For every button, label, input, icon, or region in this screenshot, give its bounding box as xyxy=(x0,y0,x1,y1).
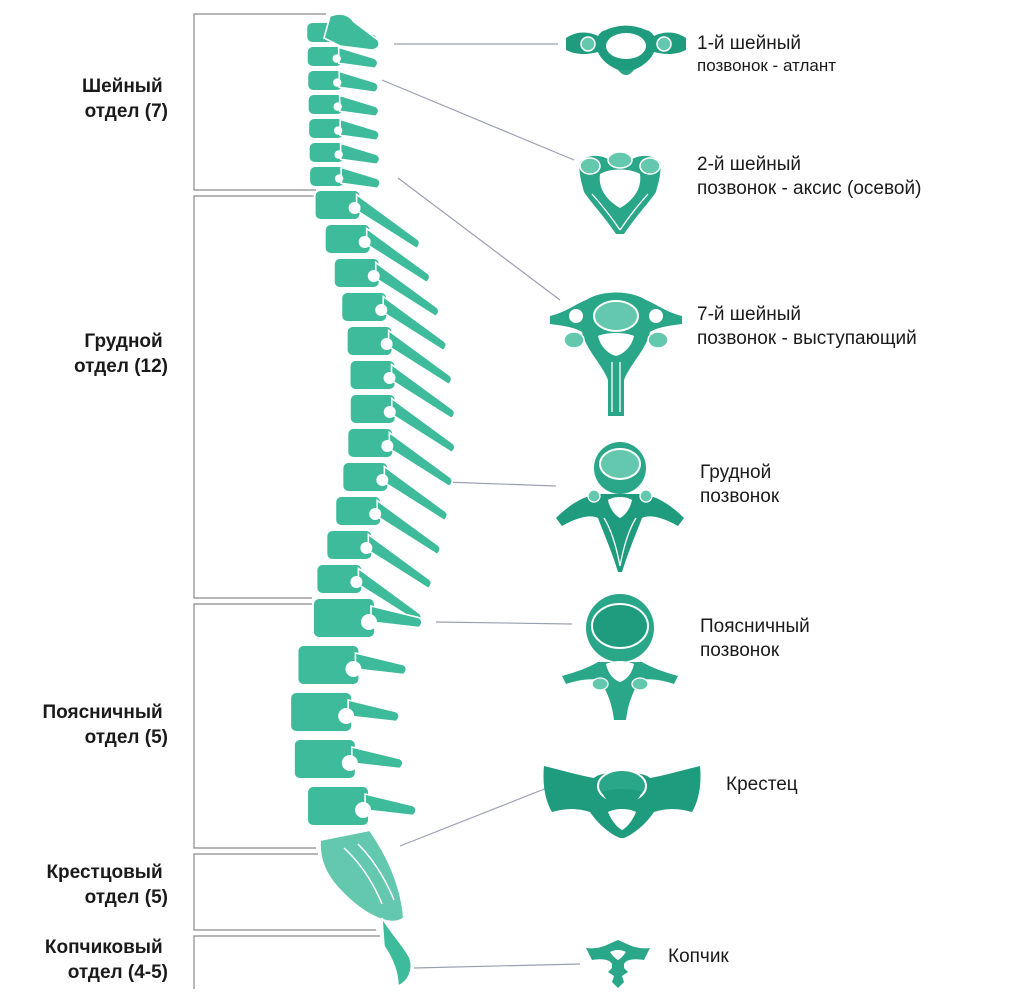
spinous-process xyxy=(341,143,380,164)
articular-facet xyxy=(355,802,371,818)
bracket-coccygeal xyxy=(194,936,380,989)
coccyx-icon xyxy=(586,940,650,988)
section-thoracic-line2: отдел (12) xyxy=(74,356,168,377)
articular-facet xyxy=(334,126,342,134)
spinous-process xyxy=(355,653,406,675)
sacrum-shape xyxy=(320,830,404,922)
section-sacral-line1: Крестцовый xyxy=(46,862,162,883)
articular-facet xyxy=(349,202,361,214)
leader-coccyx xyxy=(414,964,580,968)
articular-facet xyxy=(335,174,343,182)
section-label-coccygeal: Копчиковый отдел (4-5) xyxy=(45,937,168,983)
articular-facet xyxy=(376,474,388,486)
label-lumbar: Поясничный позвонок xyxy=(700,616,815,661)
label-c7-line1: 7-й шейный xyxy=(697,304,801,325)
articular-facet xyxy=(345,661,361,677)
spinous-process xyxy=(348,700,399,722)
leader-lines xyxy=(382,44,580,968)
section-coccygeal-line2: отдел (4-5) xyxy=(68,962,168,983)
articular-facet xyxy=(368,270,380,282)
section-lumbar-line2: отдел (5) xyxy=(85,727,168,748)
leader-c7 xyxy=(398,178,560,300)
section-coccygeal-line1: Копчиковый xyxy=(45,937,163,958)
articular-facet xyxy=(342,755,358,771)
articular-facet xyxy=(333,102,341,110)
articular-facet xyxy=(375,304,387,316)
articular-facet xyxy=(334,150,342,158)
label-coccyx: Копчик xyxy=(668,946,729,967)
vertebra-labels: 1-й шейный позвонок - атлант 2-й шейный … xyxy=(668,33,921,967)
leader-thoracic xyxy=(444,482,556,486)
section-lumbar-line1: Поясничный xyxy=(42,702,162,723)
articular-facet xyxy=(338,708,354,724)
articular-facet xyxy=(384,372,396,384)
lumbar-vertebra-icon xyxy=(562,594,678,720)
atlas-vertebra-icon xyxy=(566,25,686,75)
articular-facet xyxy=(369,508,381,520)
articular-facet xyxy=(333,54,341,62)
section-cervical-line1: Шейный xyxy=(82,76,163,97)
articular-facet xyxy=(360,542,372,554)
section-cervical-line2: отдел (7) xyxy=(85,101,168,122)
c7-vertebra-icon xyxy=(550,293,682,417)
articular-facet xyxy=(333,78,341,86)
spinous-process xyxy=(365,794,416,816)
label-thoracic-line1: Грудной xyxy=(700,462,771,483)
label-axis-line1: 2-й шейный xyxy=(697,154,801,175)
leader-lumbar xyxy=(436,622,572,624)
axis-vertebra-icon xyxy=(579,152,660,234)
articular-facet xyxy=(381,338,393,350)
vertebra-illustrations xyxy=(543,25,700,988)
articular-facet xyxy=(361,614,377,630)
spinous-process xyxy=(340,119,379,140)
label-atlas-line1: 1-й шейный xyxy=(697,33,801,54)
spinous-process xyxy=(339,71,378,92)
section-label-lumbar: Поясничный отдел (5) xyxy=(42,702,168,748)
atlas-top xyxy=(324,14,379,50)
section-sacral-line2: отдел (5) xyxy=(85,887,168,908)
spinous-process xyxy=(352,747,403,769)
label-lumbar-line2: позвонок xyxy=(700,640,780,661)
section-label-sacral: Крестцовый отдел (5) xyxy=(46,862,168,908)
articular-facet xyxy=(350,576,362,588)
label-sacrum: Крестец xyxy=(726,774,798,795)
articular-facet xyxy=(381,440,393,452)
coccyx-shape xyxy=(382,918,411,986)
label-thoracic-line2: позвонок xyxy=(700,486,780,507)
spine-column xyxy=(290,14,455,986)
section-labels: Шейный отдел (7) Грудной отдел (12) Пояс… xyxy=(42,76,168,983)
leader-sacrum xyxy=(400,786,552,846)
label-c7-line2: позвонок - выступающий xyxy=(697,328,917,349)
label-atlas: 1-й шейный позвонок - атлант xyxy=(697,33,836,75)
section-label-cervical: Шейный отдел (7) xyxy=(82,76,168,122)
bracket-thoracic xyxy=(194,196,316,598)
section-label-thoracic: Грудной отдел (12) xyxy=(74,331,168,377)
label-atlas-line2: позвонок - атлант xyxy=(697,56,836,75)
sacrum-icon xyxy=(543,766,700,838)
articular-facet xyxy=(359,236,371,248)
label-c7: 7-й шейный позвонок - выступающий xyxy=(697,304,917,349)
spinous-process xyxy=(340,95,379,116)
label-thoracic: Грудной позвонок xyxy=(700,462,780,507)
section-thoracic-line1: Грудной xyxy=(84,331,162,352)
label-axis-line2: позвонок - аксис (осевой) xyxy=(697,178,921,199)
label-axis: 2-й шейный позвонок - аксис (осевой) xyxy=(697,154,921,199)
thoracic-vertebra-icon xyxy=(556,442,684,572)
spinous-process xyxy=(341,167,380,188)
label-lumbar-line1: Поясничный xyxy=(700,616,810,637)
articular-facet xyxy=(384,406,396,418)
leader-axis xyxy=(382,80,574,160)
